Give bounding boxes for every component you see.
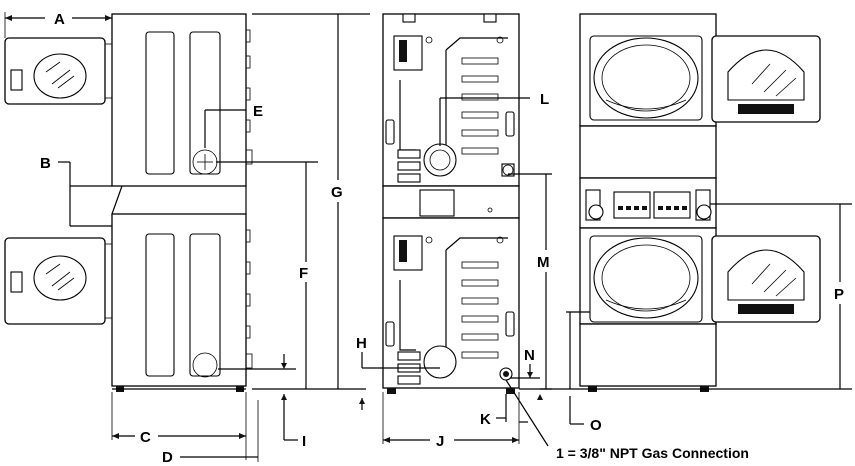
label-E: E [253,103,263,120]
label-C: C [140,429,151,446]
label-N: N [524,347,535,364]
rear-view [382,13,520,394]
side-dimension-lines [4,12,370,462]
label-O: O [590,417,602,434]
gas-connection-note: 1 = 3/8" NPT Gas Connection [556,445,749,461]
side-lower-cabinet [111,213,247,387]
front-dimension-lines [537,203,852,425]
label-B: B [40,155,51,172]
label-D: D [162,449,173,466]
label-P: P [834,286,844,303]
label-L: L [540,91,549,108]
label-G: G [331,184,343,201]
label-J: J [436,433,444,450]
label-F: F [299,265,308,282]
label-K: K [480,411,491,428]
dimension-labels: A B C D E F G H I J K L M N O P 1 = 3/8"… [40,11,844,466]
side-upper-cabinet [111,13,247,187]
label-M: M [537,254,550,271]
side-view [4,13,253,392]
label-A: A [54,11,65,28]
front-view [579,13,821,392]
label-I: I [302,433,306,450]
label-H: H [356,335,367,352]
